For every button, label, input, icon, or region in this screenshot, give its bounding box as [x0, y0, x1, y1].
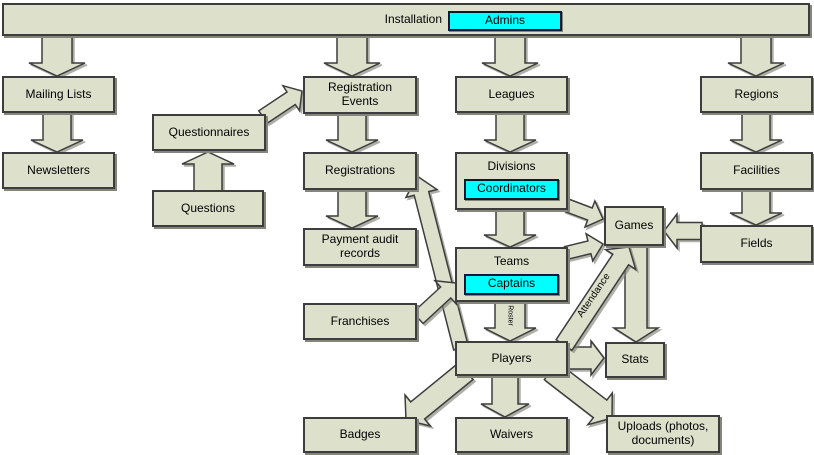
node-badges: Badges [303, 417, 417, 453]
questionnaires-label: Questionnaires [168, 124, 250, 139]
node-players: Players [455, 341, 568, 376]
roster-edge-label: Roster [506, 305, 514, 326]
installation-label: Installation [384, 12, 442, 26]
node-mailing-lists: Mailing Lists [2, 76, 115, 113]
regions-label: Regions [734, 86, 779, 101]
node-uploads: Uploads (photos, documents) [606, 415, 720, 453]
arrow-divisions-to-games [562, 197, 604, 229]
node-payment-audit-records: Payment audit records [303, 228, 417, 266]
node-installation-bar: Installation Admins [2, 3, 810, 36]
arrow-questionnaires-to-registration-events [257, 84, 303, 125]
arrow-fields-to-games [663, 211, 703, 251]
payment-audit-records-label: Payment audit records [321, 232, 399, 260]
arrow-mailing-lists-to-newsletters [30, 106, 84, 153]
node-franchises: Franchises [303, 303, 417, 340]
node-regions: Regions [700, 76, 813, 113]
arrow-franchises-to-teams [411, 279, 458, 325]
node-divisions: Divisions Coordinators [455, 152, 568, 210]
arrow-leagues-to-divisions [483, 106, 537, 153]
arrow-divisions-to-teams [483, 203, 537, 248]
divisions-label: Divisions [487, 159, 536, 173]
node-stats: Stats [605, 342, 665, 378]
badge-coordinators: Coordinators [464, 178, 559, 200]
leagues-label: Leagues [488, 86, 535, 101]
players-label: Players [491, 350, 532, 365]
node-questions: Questions [152, 190, 264, 227]
waivers-label: Waivers [490, 427, 533, 442]
badge-captains: Captains [464, 273, 559, 295]
fields-label: Fields [740, 236, 773, 251]
node-waivers: Waivers [455, 417, 568, 453]
badge-admins: Admins [448, 11, 562, 31]
arrow-players-to-waivers [480, 369, 530, 418]
arrow-players-to-games-attendance [555, 246, 638, 352]
registrations-label: Registrations [324, 163, 396, 178]
arrow-facilities-to-fields [729, 185, 783, 226]
registration-events-label: Registration Events [327, 80, 393, 108]
teams-label: Teams [493, 254, 530, 268]
arrow-registration-events-to-registrations [325, 107, 379, 153]
arrow-regions-to-facilities [729, 106, 783, 153]
node-games: Games [604, 206, 664, 246]
facilities-label: Facilities [733, 163, 780, 178]
node-newsletters: Newsletters [2, 152, 115, 189]
node-facilities: Facilities [700, 152, 813, 190]
franchises-label: Franchises [330, 313, 390, 328]
arrow-registrations-to-payment-audit [325, 183, 379, 229]
arrow-teams-to-games [563, 232, 605, 263]
uploads-label: Uploads (photos, documents) [617, 419, 709, 447]
node-registrations: Registrations [303, 152, 417, 190]
node-questionnaires: Questionnaires [152, 114, 266, 151]
node-teams: Teams Captains [455, 247, 568, 302]
questions-label: Questions [180, 200, 236, 215]
mailing-lists-label: Mailing Lists [25, 86, 92, 101]
stats-label: Stats [621, 352, 649, 367]
arrow-players-to-badges [404, 361, 475, 428]
newsletters-label: Newsletters [27, 162, 90, 177]
node-fields: Fields [700, 225, 813, 263]
node-leagues: Leagues [455, 76, 568, 113]
badges-label: Badges [339, 427, 381, 442]
games-label: Games [614, 218, 654, 233]
node-registration-events: Registration Events [303, 76, 417, 114]
